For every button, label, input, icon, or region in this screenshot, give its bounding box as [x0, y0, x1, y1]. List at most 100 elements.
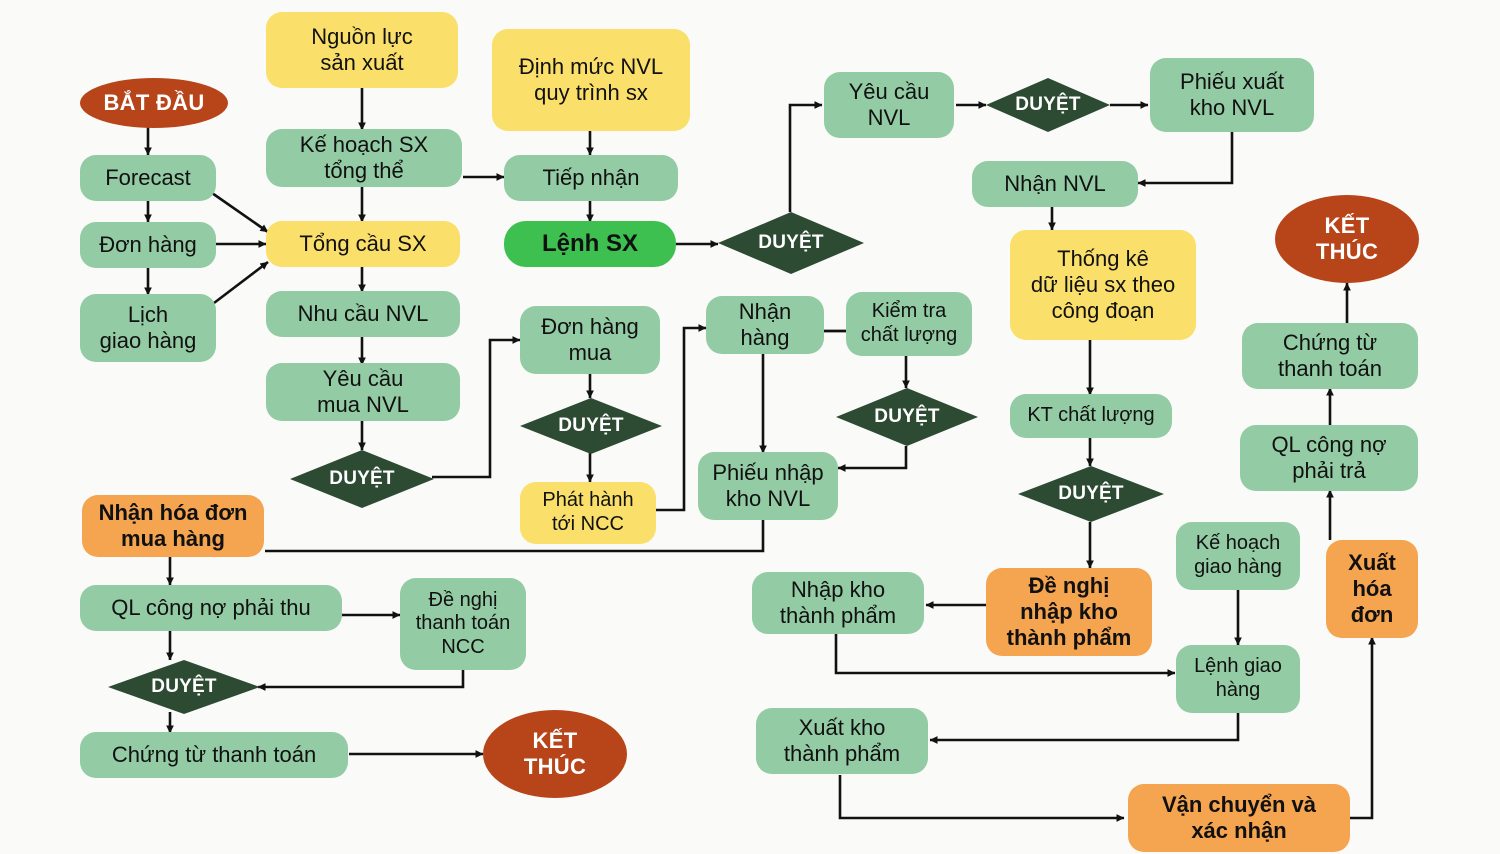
node-thong-ke-line1: Thống kê	[1057, 246, 1149, 272]
node-yeu-cau-nvl-line2: NVL	[867, 105, 911, 130]
node-de-nghi-nhap-kho-thanh-pham[interactable]: Đề nghị nhập kho thành phẩm	[986, 568, 1152, 656]
node-de-nghi-thanh-toan-ncc[interactable]: Đề nghị thanh toán NCC	[400, 578, 526, 670]
node-de-nghi-thanh-toan-ncc-line3: NCC	[441, 635, 485, 658]
node-kt-chat-luong-label: KT chất lượng	[1027, 404, 1155, 427]
node-ql-cong-no-phai-tra-line1: QL công nợ	[1271, 432, 1387, 458]
node-ke-hoach-sx-tong-the[interactable]: Kế hoạch SX tổng thể	[266, 129, 462, 187]
node-duyet-kiem-tra[interactable]: DUYỆT	[836, 388, 978, 446]
node-phieu-xuat-kho-nvl[interactable]: Phiếu xuất kho NVL	[1150, 58, 1314, 132]
node-lenh-giao-hang-line1: Lệnh giao	[1194, 655, 1282, 678]
node-tiep-nhan[interactable]: Tiếp nhận	[504, 155, 678, 201]
node-lenh-sx[interactable]: Lệnh SX	[504, 221, 676, 267]
node-phieu-xuat-kho-nvl-line2: kho NVL	[1189, 95, 1275, 120]
node-xuat-hoa-don[interactable]: Xuất hóa đơn	[1326, 540, 1418, 638]
node-nguon-luc-line1: Nguồn lực	[311, 24, 413, 50]
node-ket-thuc-left-line1: KẾT	[532, 728, 578, 754]
node-lenh-giao-hang-line2: hàng	[1215, 679, 1261, 701]
node-duyet-xuat-nvl[interactable]: DUYỆT	[986, 78, 1110, 132]
node-yeu-cau-mua-nvl[interactable]: Yêu cầu mua NVL	[266, 363, 460, 421]
node-de-nghi-nhap-kho-line3: thành phẩm	[1006, 624, 1132, 650]
node-phieu-nhap-kho-nvl[interactable]: Phiếu nhập kho NVL	[698, 452, 838, 520]
node-tong-cau-sx-label: Tổng cầu SX	[299, 231, 427, 257]
node-yeu-cau-mua-nvl-line2: mua NVL	[317, 392, 409, 417]
node-don-hang-mua-line2: mua	[568, 340, 612, 365]
node-xuat-kho-thanh-pham-line2: thành phẩm	[783, 741, 901, 766]
node-lich-giao-hang-line1: Lịch	[127, 302, 169, 328]
node-chung-tu-thanh-toan-right-line2: thanh toán	[1278, 356, 1382, 381]
node-de-nghi-nhap-kho-line1: Đề nghị	[1028, 573, 1110, 599]
node-forecast-label: Forecast	[105, 165, 191, 191]
node-ql-cong-no-phai-tra-line2: phải trả	[1292, 458, 1366, 483]
node-ket-thuc-right-line1: KẾT	[1324, 213, 1370, 239]
node-phat-hanh-toi-ncc[interactable]: Phát hành tới NCC	[520, 482, 656, 544]
node-thong-ke-line2: dữ liệu sx theo	[1030, 272, 1176, 298]
node-don-hang-mua[interactable]: Đơn hàng mua	[520, 306, 660, 374]
node-duyet-kt-chat-luong-label: DUYỆT	[1058, 482, 1124, 504]
node-xuat-kho-thanh-pham-line1: Xuất kho	[798, 715, 886, 741]
node-ql-cong-no-phai-tra[interactable]: QL công nợ phải trả	[1240, 425, 1418, 491]
node-duyet-xuat-nvl-label: DUYỆT	[1015, 93, 1081, 115]
node-thong-ke-du-lieu[interactable]: Thống kê dữ liệu sx theo công đoạn	[1010, 230, 1196, 340]
node-lenh-giao-hang[interactable]: Lệnh giao hàng	[1176, 645, 1300, 713]
node-van-chuyen-line1: Vận chuyển và	[1161, 792, 1317, 818]
node-yeu-cau-nvl-line1: Yêu cầu	[848, 79, 930, 105]
node-start[interactable]: BẮT ĐẦU	[80, 78, 228, 128]
node-phieu-nhap-kho-nvl-line2: kho NVL	[725, 486, 811, 511]
node-ql-cong-no-phai-thu[interactable]: QL công nợ phải thu	[80, 585, 342, 631]
node-nguon-luc-line2: sản xuất	[320, 50, 404, 75]
node-xuat-hoa-don-line3: đơn	[1350, 601, 1394, 627]
node-ket-thuc-right[interactable]: KẾT THÚC	[1275, 195, 1419, 283]
node-yeu-cau-nvl[interactable]: Yêu cầu NVL	[824, 72, 954, 138]
node-nhan-hoa-don-mua-hang[interactable]: Nhận hóa đơn mua hàng	[82, 495, 264, 557]
node-kiem-tra-chat-luong[interactable]: Kiểm tra chất lượng	[846, 292, 972, 356]
node-forecast[interactable]: Forecast	[80, 155, 216, 201]
node-kiem-tra-chat-luong-line1: Kiểm tra	[871, 300, 947, 323]
node-nhap-kho-thanh-pham[interactable]: Nhập kho thành phẩm	[752, 572, 924, 634]
node-chung-tu-thanh-toan-right-line1: Chứng từ	[1282, 330, 1378, 356]
node-nhu-cau-nvl-label: Nhu cầu NVL	[297, 301, 429, 327]
node-tong-cau-sx[interactable]: Tổng cầu SX	[266, 221, 460, 267]
node-van-chuyen-line2: xác nhận	[1191, 818, 1287, 843]
node-van-chuyen-xac-nhan[interactable]: Vận chuyển và xác nhận	[1128, 784, 1350, 852]
node-nhan-nvl[interactable]: Nhận NVL	[972, 161, 1138, 207]
node-xuat-kho-thanh-pham[interactable]: Xuất kho thành phẩm	[756, 708, 928, 774]
node-ket-thuc-left[interactable]: KẾT THÚC	[483, 710, 627, 798]
node-dinh-muc-nvl[interactable]: Định mức NVL quy trình sx	[492, 29, 690, 131]
node-phieu-xuat-kho-nvl-line1: Phiếu xuất	[1180, 69, 1284, 95]
node-duyet-don-hang-mua[interactable]: DUYỆT	[520, 398, 662, 454]
node-nhan-hang-line2: hàng	[740, 325, 790, 350]
node-nhan-hoa-don-line1: Nhận hóa đơn	[98, 500, 248, 526]
node-yeu-cau-mua-nvl-line1: Yêu cầu	[322, 366, 404, 392]
node-duyet-kt-chat-luong[interactable]: DUYỆT	[1018, 466, 1164, 522]
node-don-hang[interactable]: Đơn hàng	[80, 222, 216, 268]
node-nhap-kho-thanh-pham-line2: thành phẩm	[779, 603, 897, 628]
node-chung-tu-thanh-toan-right[interactable]: Chứng từ thanh toán	[1242, 323, 1418, 389]
node-nguon-luc-san-xuat[interactable]: Nguồn lực sản xuất	[266, 12, 458, 88]
node-xuat-hoa-don-line1: Xuất	[1348, 550, 1396, 576]
node-kt-chat-luong[interactable]: KT chất lượng	[1010, 394, 1172, 438]
node-phieu-nhap-kho-nvl-line1: Phiếu nhập	[712, 460, 824, 486]
node-de-nghi-nhap-kho-line2: nhập kho	[1020, 599, 1118, 625]
node-ket-thuc-left-line2: THÚC	[523, 754, 587, 779]
node-lich-giao-hang[interactable]: Lịch giao hàng	[80, 294, 216, 362]
node-ket-thuc-right-line2: THÚC	[1315, 239, 1379, 264]
node-don-hang-label: Đơn hàng	[99, 232, 197, 258]
node-ke-hoach-giao-hang[interactable]: Kế hoạch giao hàng	[1176, 522, 1300, 590]
node-duyet-mua-nvl[interactable]: DUYỆT	[290, 450, 434, 508]
node-ke-hoach-sx-line2: tổng thể	[324, 158, 404, 183]
node-ql-cong-no-phai-thu-label: QL công nợ phải thu	[111, 595, 311, 621]
node-chung-tu-thanh-toan-left[interactable]: Chứng từ thanh toán	[80, 732, 348, 778]
node-lenh-sx-label: Lệnh SX	[541, 229, 638, 257]
node-duyet-thanh-toan-label: DUYỆT	[151, 675, 217, 697]
node-duyet-lenh-sx-label: DUYỆT	[758, 231, 824, 253]
node-duyet-lenh-sx[interactable]: DUYỆT	[718, 212, 864, 274]
node-ke-hoach-giao-hang-line1: Kế hoạch	[1195, 532, 1281, 555]
node-phat-hanh-toi-ncc-line1: Phát hành	[542, 489, 634, 512]
node-ke-hoach-giao-hang-line2: giao hàng	[1194, 556, 1282, 578]
node-chung-tu-thanh-toan-left-label: Chứng từ thanh toán	[111, 742, 317, 768]
node-de-nghi-thanh-toan-ncc-line1: Đề nghị	[428, 588, 498, 611]
node-duyet-thanh-toan[interactable]: DUYỆT	[108, 660, 260, 714]
node-nhan-hang[interactable]: Nhận hàng	[706, 296, 824, 354]
node-nhu-cau-nvl[interactable]: Nhu cầu NVL	[266, 291, 460, 337]
